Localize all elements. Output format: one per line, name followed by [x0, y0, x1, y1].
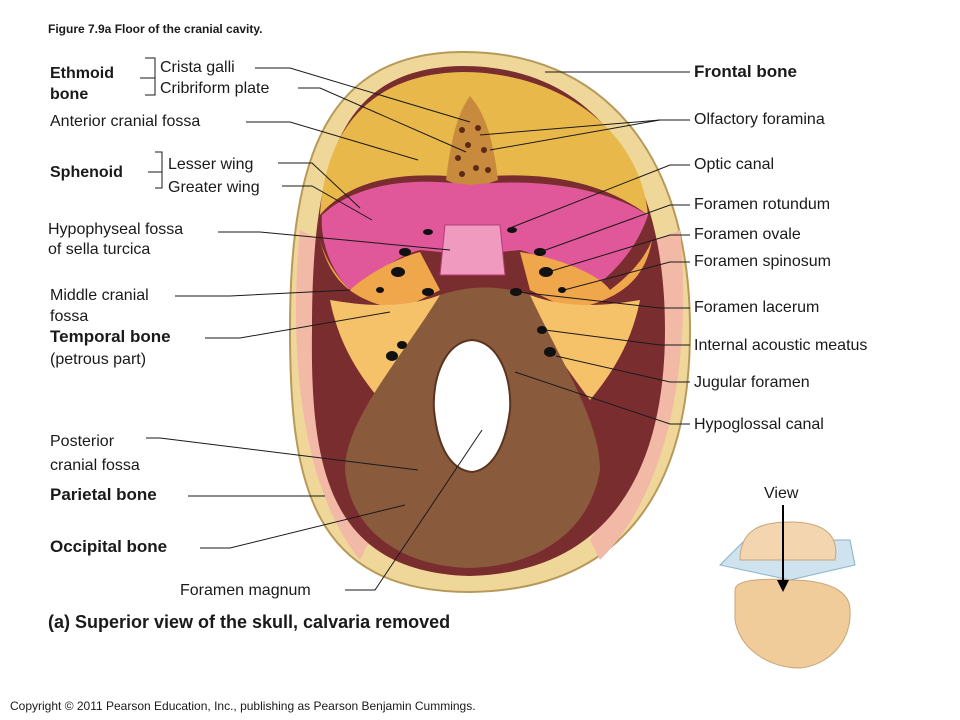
- label-posterior-line1: Posterior: [50, 433, 115, 450]
- copyright-notice: Copyright © 2011 Pearson Education, Inc.…: [10, 699, 476, 713]
- label-hypophyseal-line2: of sella turcica: [48, 241, 151, 258]
- label-foramen-magnum: Foramen magnum: [180, 582, 311, 599]
- label-sphenoid: Sphenoid: [50, 164, 123, 181]
- label-temporal-petrous: (petrous part): [50, 351, 147, 368]
- label-jugular-foramen: Jugular foramen: [694, 374, 810, 391]
- figure-caption: (a) Superior view of the skull, calvaria…: [48, 612, 451, 632]
- label-occipital-bone: Occipital bone: [50, 537, 168, 556]
- label-anterior-cranial-fossa: Anterior cranial fossa: [50, 113, 201, 130]
- label-lesser-wing: Lesser wing: [168, 156, 254, 173]
- label-middle-fossa-line1: Middle cranial: [50, 287, 149, 304]
- label-olfactory-foramina: Olfactory foramina: [694, 111, 825, 128]
- foramen-magnum: [432, 338, 512, 474]
- label-posterior-line2: cranial fossa: [50, 457, 140, 474]
- label-foramen-lacerum: Foramen lacerum: [694, 299, 820, 316]
- label-temporal-bone: Temporal bone: [50, 327, 171, 346]
- label-frontal-bone: Frontal bone: [694, 62, 797, 81]
- label-foramen-rotundum: Foramen rotundum: [694, 196, 831, 213]
- label-foramen-spinosum: Foramen spinosum: [694, 253, 831, 270]
- petrous-right: [530, 295, 640, 400]
- label-crista-galli: Crista galli: [160, 59, 235, 76]
- label-view: View: [764, 485, 799, 502]
- label-ethmoid-line2: bone: [50, 86, 89, 103]
- label-optic-canal: Optic canal: [694, 156, 775, 173]
- foramina-dots: [376, 227, 566, 361]
- figure-title: Figure 7.9a Floor of the cranial cavity.: [48, 22, 263, 36]
- label-parietal-bone: Parietal bone: [50, 485, 157, 504]
- label-cribriform-plate: Cribriform plate: [160, 80, 270, 97]
- view-inset: [718, 505, 856, 669]
- middle-fossa-left: [320, 240, 440, 310]
- label-foramen-ovale: Foramen ovale: [694, 226, 801, 243]
- olfactory-foramina: [455, 125, 491, 177]
- sella-turcica: [439, 224, 506, 276]
- petrous-left: [330, 295, 440, 400]
- label-hypoglossal-canal: Hypoglossal canal: [694, 416, 824, 433]
- label-middle-fossa-line2: fossa: [50, 308, 89, 325]
- label-greater-wing: Greater wing: [168, 179, 260, 196]
- label-internal-acoustic-meatus: Internal acoustic meatus: [694, 337, 868, 354]
- middle-fossa-right: [520, 240, 652, 310]
- leader-lines: [140, 57, 690, 591]
- label-hypophyseal-line1: Hypophyseal fossa: [48, 221, 184, 238]
- label-ethmoid-line1: Ethmoid: [50, 65, 114, 82]
- ethmoid-bone: [446, 96, 498, 190]
